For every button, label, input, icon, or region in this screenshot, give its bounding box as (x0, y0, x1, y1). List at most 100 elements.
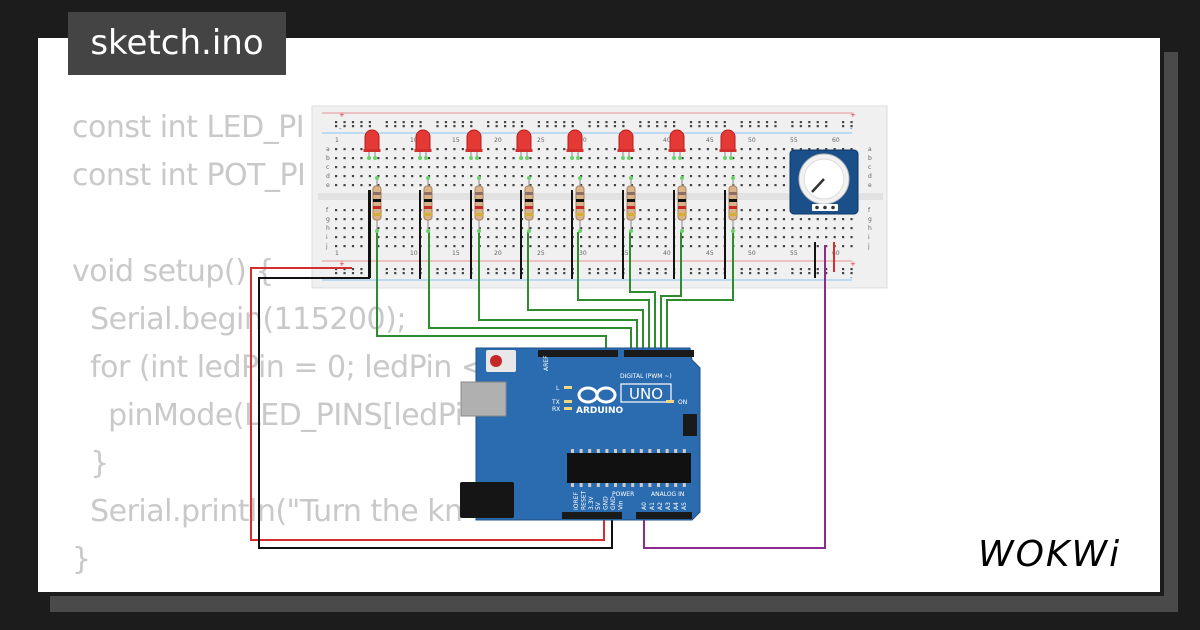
column-number: 45 (706, 250, 714, 257)
resistor-2[interactable] (474, 176, 484, 233)
code-line: pinMode(LED_PINS[ledPi (72, 398, 463, 433)
wire-green-led2 (478, 232, 638, 352)
reset-button[interactable] (490, 355, 502, 367)
power-pin-label: IOREF (573, 492, 580, 510)
code-line: void setup() { (72, 254, 274, 289)
wire-green-led1 (428, 232, 632, 352)
wire-black-gnd (258, 277, 613, 549)
resistor-4[interactable] (575, 176, 585, 233)
power-pin-label: GND (610, 496, 617, 510)
column-number: 10 (410, 250, 418, 257)
power-pin-label: RESET (580, 490, 587, 510)
resistor-0[interactable] (372, 176, 382, 233)
power-pin-label: 5V (595, 501, 602, 510)
column-number: 40 (663, 250, 671, 257)
column-number: 20 (494, 250, 502, 257)
row-letter: h (326, 225, 330, 232)
led-1[interactable] (414, 129, 432, 160)
led-3[interactable] (515, 129, 533, 160)
row-letter: d (868, 173, 872, 180)
title-badge: sketch.ino (68, 12, 286, 75)
code-line: } (72, 542, 91, 577)
power-pin-label: Vin (617, 500, 624, 510)
row-letter: j (867, 243, 870, 250)
column-number: 25 (537, 137, 545, 144)
model-label: UNO (629, 385, 663, 403)
atmega-chip (567, 453, 691, 483)
led-6[interactable] (668, 129, 686, 160)
resistor-3[interactable] (524, 176, 534, 233)
wire-green-led7 (666, 232, 734, 352)
wire-green-led6 (660, 232, 682, 352)
row-letter: i (868, 234, 870, 241)
header-analog (636, 512, 692, 519)
code-line: Serial.begin(115200); (72, 302, 406, 337)
column-number: 55 (790, 137, 798, 144)
row-letter: g (326, 216, 330, 223)
column-number: 15 (452, 250, 460, 257)
wire-green-led4 (577, 232, 650, 352)
arduino-logo (577, 386, 617, 404)
components (363, 129, 738, 279)
analog-pin-label: A2 (657, 502, 664, 510)
column-number: 20 (494, 137, 502, 144)
wokwi-logo-text: WOKWi (978, 534, 1121, 575)
column-number: 35 (621, 250, 629, 257)
analog-pin-label: A0 (641, 502, 648, 510)
column-number: 30 (579, 137, 587, 144)
header-digital-high (538, 350, 618, 357)
code-line: const int POT_PI (72, 158, 306, 193)
column-number: 10 (410, 137, 418, 144)
row-letter: e (868, 182, 872, 189)
header-digital-low (624, 350, 694, 357)
code-line: const int LED_PI (72, 110, 305, 145)
led-2[interactable] (465, 129, 483, 160)
rail-sign: - (339, 125, 342, 133)
column-number: 15 (452, 137, 460, 144)
analog-pin-label: A5 (681, 502, 688, 510)
column-number: 40 (663, 137, 671, 144)
led-l-label: L (556, 385, 560, 392)
on-label: ON (678, 399, 687, 406)
resistor-6[interactable] (677, 176, 687, 233)
row-letter: c (868, 164, 871, 171)
resistor-5[interactable] (626, 176, 636, 233)
led-tx-label: TX (551, 399, 560, 406)
row-letter: g (868, 216, 872, 223)
row-letter: b (326, 155, 330, 162)
column-number: 1 (335, 137, 339, 144)
column-number: 60 (832, 250, 840, 257)
led-4[interactable] (566, 129, 584, 160)
arduino-uno: DIGITAL (PWM ~) AREF L TX RX ARDUINO UNO… (460, 347, 701, 521)
row-letter: f (326, 207, 329, 214)
code-line: for (int ledPin = 0; ledPin < (72, 350, 495, 385)
wire-green-led3 (527, 232, 644, 352)
resistor-1[interactable] (423, 176, 433, 233)
brand-label: ARDUINO (576, 406, 624, 416)
row-letter: e (326, 182, 330, 189)
column-number: 1 (335, 250, 339, 257)
column-number: 30 (579, 250, 587, 257)
power-pin-label: 3.3V (588, 495, 595, 510)
knob-indicator (811, 178, 825, 193)
power-pin-label: GND (603, 496, 610, 510)
power-label: POWER (612, 491, 634, 498)
analog-pin-label: A4 (673, 502, 680, 510)
led-0[interactable] (363, 129, 381, 160)
rail-sign: - (850, 274, 853, 282)
usb-connector (460, 381, 507, 417)
column-number: 50 (748, 137, 756, 144)
aref-label: AREF (543, 355, 550, 371)
code-line: } (72, 446, 109, 481)
resistor-7[interactable] (728, 176, 738, 233)
analog-pin-label: A3 (665, 502, 672, 510)
led-7[interactable] (719, 129, 737, 160)
column-number: 45 (706, 137, 714, 144)
potentiometer[interactable] (789, 149, 859, 215)
led-5[interactable] (617, 129, 635, 160)
rail-sign: + (339, 260, 345, 268)
code-line: Serial.println("Turn the kn (72, 494, 463, 529)
wire-red-5v (250, 267, 605, 541)
